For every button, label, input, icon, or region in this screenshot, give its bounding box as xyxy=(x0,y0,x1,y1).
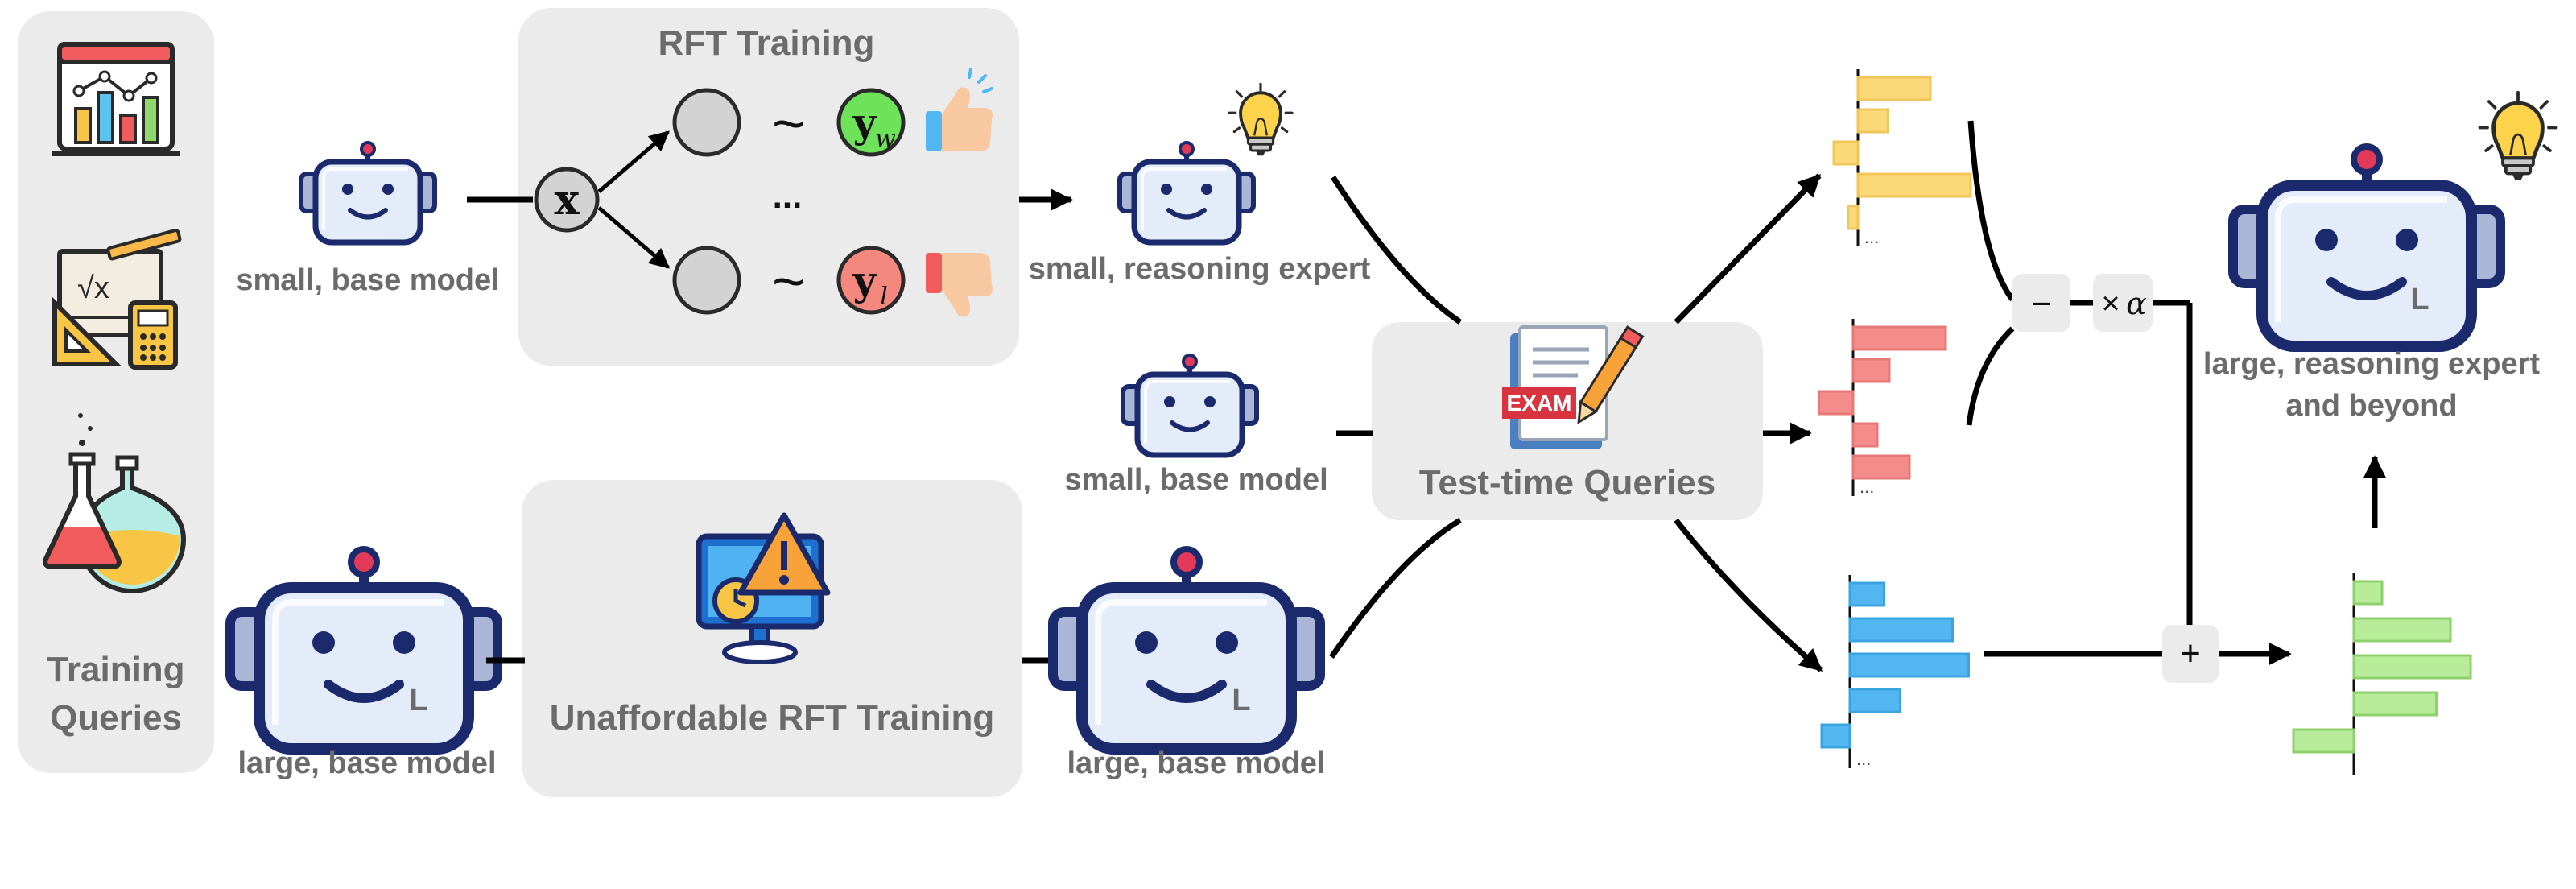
robot-size-mark: L xyxy=(409,684,427,717)
distribution-bar xyxy=(1852,454,1911,480)
plus-operator-text: + xyxy=(2180,634,2201,673)
distribution-bar xyxy=(1818,390,1855,416)
chart-icon xyxy=(52,42,180,156)
arrow-x-to-upper xyxy=(597,130,670,193)
large-expert-robot-icon xyxy=(2233,147,2500,346)
small-base-robot-icon-2 xyxy=(1123,355,1257,455)
small-expert-distribution: ... xyxy=(1832,69,1972,247)
distribution-bar xyxy=(1856,108,1889,134)
small-base-robot-icon xyxy=(301,143,435,242)
yl-label: y xyxy=(852,257,877,304)
distribution-bar xyxy=(1852,422,1879,448)
large-expert-label-2: and beyond xyxy=(2285,389,2457,423)
ellipsis: ... xyxy=(773,176,803,216)
unaffordable-rft-label: Unaffordable RFT Training xyxy=(550,698,994,738)
distribution-bar xyxy=(1848,652,1970,678)
test-time-queries-label: Test-time Queries xyxy=(1419,463,1715,502)
distribution-bar xyxy=(2292,728,2355,754)
yl-subscript: l xyxy=(880,283,888,311)
small-base-model-label: small, base model xyxy=(236,263,499,297)
large-base-model-label: large, base model xyxy=(237,746,496,780)
small-base-model-label-2: small, base model xyxy=(1064,463,1327,497)
small-base-distribution: ... xyxy=(1818,319,1947,497)
distribution-ellipsis: ... xyxy=(1860,477,1874,497)
chemistry-flasks-icon xyxy=(43,413,187,593)
distribution-bar xyxy=(2352,691,2438,717)
distribution-bar xyxy=(1856,172,1972,198)
plus-operator: + xyxy=(2162,625,2219,683)
distribution-bar xyxy=(1848,688,1901,713)
distribution-ellipsis: ... xyxy=(1856,749,1871,769)
math-board-icon: √x xyxy=(52,228,182,370)
exam-badge-text: EXAM xyxy=(1507,391,1572,416)
thumbs-down-icon xyxy=(926,253,993,317)
lower-sample-node xyxy=(672,246,741,315)
robot-size-mark-2: L xyxy=(1232,684,1250,717)
small-expert-robot-icon xyxy=(1120,143,1253,242)
large-base-distribution: ... xyxy=(1820,575,1970,769)
x-node-label: x xyxy=(554,176,580,225)
distribution-bar xyxy=(1848,581,1885,607)
tilde-lower: ~ xyxy=(772,250,806,314)
exam-paper-icon: EXAM xyxy=(1502,325,1645,449)
distribution-bar xyxy=(1832,140,1860,166)
arrow-x-to-lower xyxy=(597,206,670,269)
large-base-robot-icon xyxy=(230,549,497,749)
distribution-bar xyxy=(1852,325,1947,351)
large-expert-label: large, reasoning expert xyxy=(2203,347,2540,381)
thumbs-up-icon xyxy=(926,68,993,152)
times-operator-text: × xyxy=(2101,286,2120,321)
training-queries-label-2: Queries xyxy=(50,698,182,738)
distribution-bar xyxy=(1848,617,1954,643)
rft-training-title: RFT Training xyxy=(658,23,875,63)
training-queries-label: Training xyxy=(47,650,184,689)
large-base-robot-icon-2 xyxy=(1053,549,1320,749)
svg-text:√x: √x xyxy=(77,271,109,305)
distribution-bar xyxy=(2352,580,2384,606)
distribution-bar xyxy=(1847,205,1860,230)
lightbulb-icon xyxy=(1228,82,1294,158)
alpha-symbol: α xyxy=(2126,286,2147,321)
distribution-bar xyxy=(1820,723,1852,749)
yl-node xyxy=(836,246,906,315)
lightbulb-icon-large xyxy=(2480,93,2557,180)
upper-sample-node xyxy=(672,88,741,157)
large-base-model-label-2: large, base model xyxy=(1067,746,1325,780)
times-alpha-operator: × α xyxy=(2093,274,2153,332)
distribution-bar xyxy=(2352,654,2472,680)
small-reasoning-expert-label: small, reasoning expert xyxy=(1029,252,1371,286)
monitor-warning-icon xyxy=(696,512,831,664)
test-time-queries-panel: EXAM Test-time Queries xyxy=(1372,322,1763,520)
x-node xyxy=(534,167,600,233)
minus-operator: − xyxy=(2013,274,2070,332)
distribution-ellipsis: ... xyxy=(1864,227,1879,247)
flow-connectors xyxy=(1329,173,1823,672)
yw-subscript: w xyxy=(875,125,896,153)
distribution-bar xyxy=(2352,617,2452,643)
result-distribution xyxy=(2292,573,2472,775)
rft-training-panel: RFT Training x ~ ~ ... y w y l xyxy=(467,8,1019,366)
distribution-bar xyxy=(1856,76,1932,101)
tilde-upper: ~ xyxy=(772,92,806,156)
yw-label: y xyxy=(852,99,877,147)
unaffordable-rft-panel: Unaffordable RFT Training xyxy=(522,480,1022,797)
distribution-bar xyxy=(1852,358,1891,383)
yw-node xyxy=(836,88,906,157)
combination-connectors xyxy=(1966,120,2386,665)
minus-operator-text: − xyxy=(2031,284,2052,324)
robot-size-mark-3: L xyxy=(2410,283,2429,316)
training-queries-panel: √x Training Queries xyxy=(18,11,214,773)
